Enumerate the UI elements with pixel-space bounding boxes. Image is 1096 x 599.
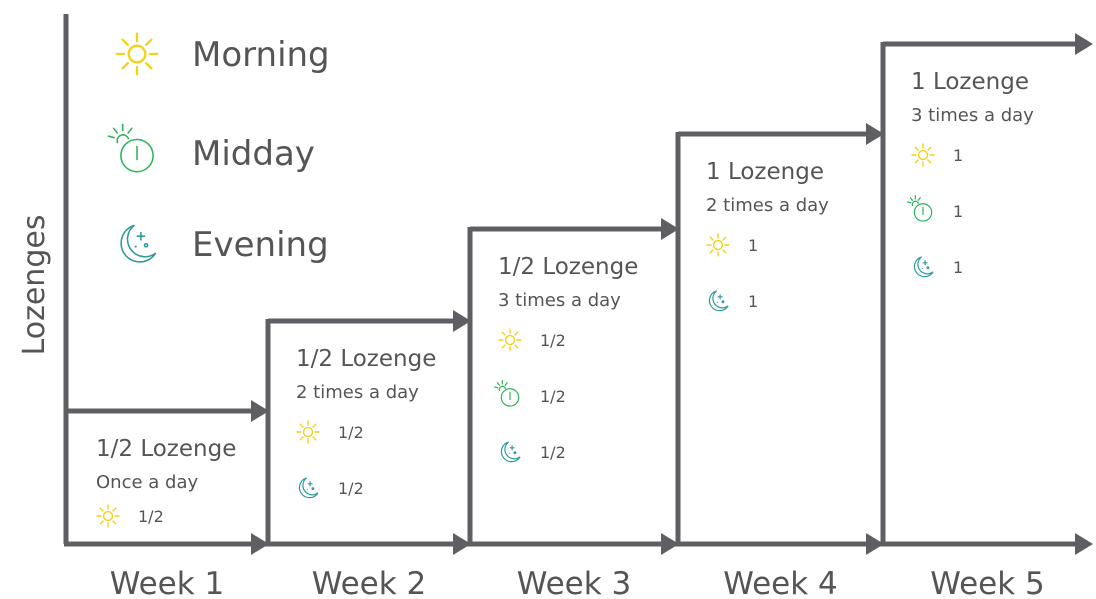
sun-icon — [115, 32, 159, 76]
week-label: Week 5 — [930, 566, 1045, 599]
dose-amount: 1 — [953, 258, 963, 277]
dose-row: 1 — [706, 233, 758, 257]
dose-label: 1/2 Lozenge — [498, 254, 638, 280]
dose-row: 1/2 — [96, 504, 164, 528]
step-arrow-head — [866, 123, 884, 145]
step-arrow-head — [1075, 33, 1093, 55]
y-axis-label: Lozenges — [17, 215, 52, 356]
baseline-arrow-head — [453, 533, 471, 555]
dose-row: 1/2 — [498, 328, 566, 352]
frequency-label: 2 times a day — [296, 382, 419, 403]
week-label: Week 1 — [110, 566, 225, 599]
dose-amount: 1/2 — [138, 507, 164, 526]
dose-row: 1/2 — [296, 420, 364, 444]
moon-icon — [120, 224, 157, 263]
week-label: Week 4 — [723, 566, 838, 599]
legend-label: Midday — [192, 134, 315, 174]
dose-label: 1/2 Lozenge — [296, 346, 436, 372]
dose-row: 1/2 — [494, 380, 566, 407]
baseline-arrow-head — [661, 533, 679, 555]
dose-amount: 1 — [748, 236, 758, 255]
clock-icon — [906, 195, 933, 222]
dose-row: 1 — [708, 290, 758, 312]
dose-row: 1 — [913, 256, 963, 278]
clock-icon — [494, 380, 520, 407]
clock-icon — [107, 123, 154, 173]
moon-icon — [708, 290, 729, 312]
legend-item-morning: Morning — [115, 32, 330, 76]
sun-icon — [706, 233, 730, 257]
legend-item-evening: Evening — [120, 224, 329, 265]
moon-icon — [298, 477, 319, 499]
baseline-arrow-head — [866, 533, 884, 555]
legend-label: Morning — [192, 35, 330, 75]
frequency-label: 3 times a day — [498, 290, 621, 311]
sun-icon — [911, 143, 935, 167]
dose-label: 1/2 Lozenge — [96, 436, 236, 462]
frequency-label: 2 times a day — [706, 195, 829, 216]
sun-icon — [296, 420, 320, 444]
dose-amount: 1/2 — [540, 387, 566, 406]
dose-label: 1 Lozenge — [706, 159, 824, 185]
legend-label: Evening — [192, 225, 329, 265]
week-label: Week 3 — [517, 566, 632, 599]
step-arrow-head — [251, 400, 269, 422]
dose-row: 1 — [906, 195, 963, 222]
dose-amount: 1 — [953, 146, 963, 165]
dose-row: 1 — [911, 143, 963, 167]
dose-label: 1 Lozenge — [911, 69, 1029, 95]
dose-amount: 1/2 — [540, 443, 566, 462]
sun-icon — [96, 504, 120, 528]
frequency-label: Once a day — [96, 472, 198, 493]
dose-amount: 1 — [953, 202, 963, 221]
dose-amount: 1/2 — [540, 331, 566, 350]
baseline-arrow-head — [251, 533, 269, 555]
moon-icon — [913, 256, 934, 278]
dose-row: 1/2 — [500, 441, 566, 463]
week-label: Week 2 — [312, 566, 427, 599]
baseline-arrow-head — [1075, 533, 1093, 555]
sun-icon — [498, 328, 522, 352]
dose-amount: 1/2 — [338, 423, 364, 442]
dose-amount: 1/2 — [338, 479, 364, 498]
dose-row: 1/2 — [298, 477, 364, 499]
step-arrow-head — [453, 310, 471, 332]
step-arrow-head — [661, 218, 679, 240]
moon-icon — [500, 441, 521, 463]
axes — [63, 14, 1080, 547]
legend-item-midday: Midday — [107, 123, 315, 174]
dose-amount: 1 — [748, 292, 758, 311]
frequency-label: 3 times a day — [911, 105, 1034, 126]
